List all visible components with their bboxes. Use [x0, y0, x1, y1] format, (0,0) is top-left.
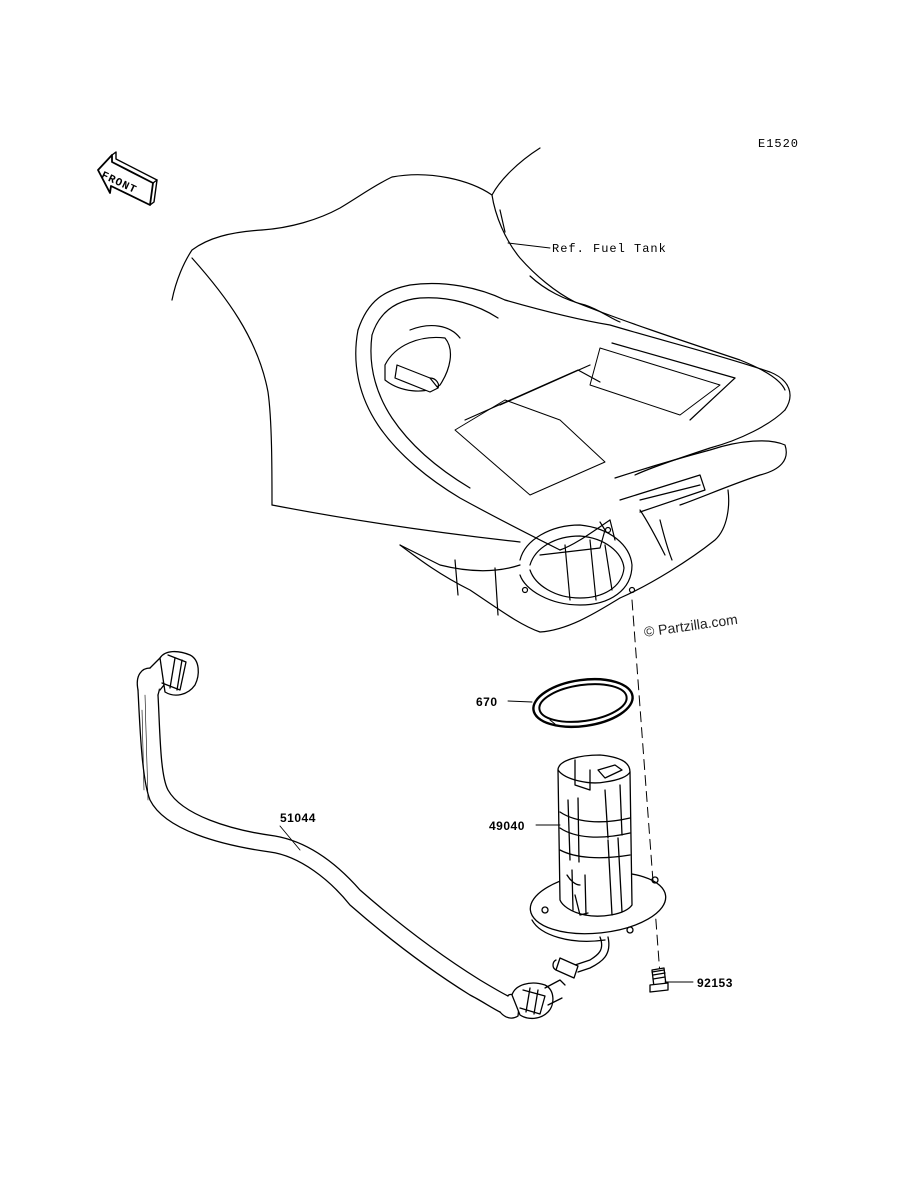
diagram-id-label: E1520 — [758, 137, 800, 151]
part-number-51044: 51044 — [280, 811, 316, 825]
ref-fuel-tank-label: Ref. Fuel Tank — [552, 242, 667, 256]
bolt — [649, 967, 669, 993]
fuel-pump — [529, 754, 667, 979]
front-arrow-icon — [97, 151, 158, 206]
o-ring — [532, 677, 634, 729]
part-number-670: 670 — [476, 695, 498, 709]
seat-outline — [171, 147, 786, 543]
part-number-49040: 49040 — [489, 819, 525, 833]
leader-lines — [279, 242, 694, 983]
fuel-tank — [355, 282, 791, 633]
fuel-hose — [136, 650, 566, 1020]
part-number-92153: 92153 — [697, 976, 733, 990]
